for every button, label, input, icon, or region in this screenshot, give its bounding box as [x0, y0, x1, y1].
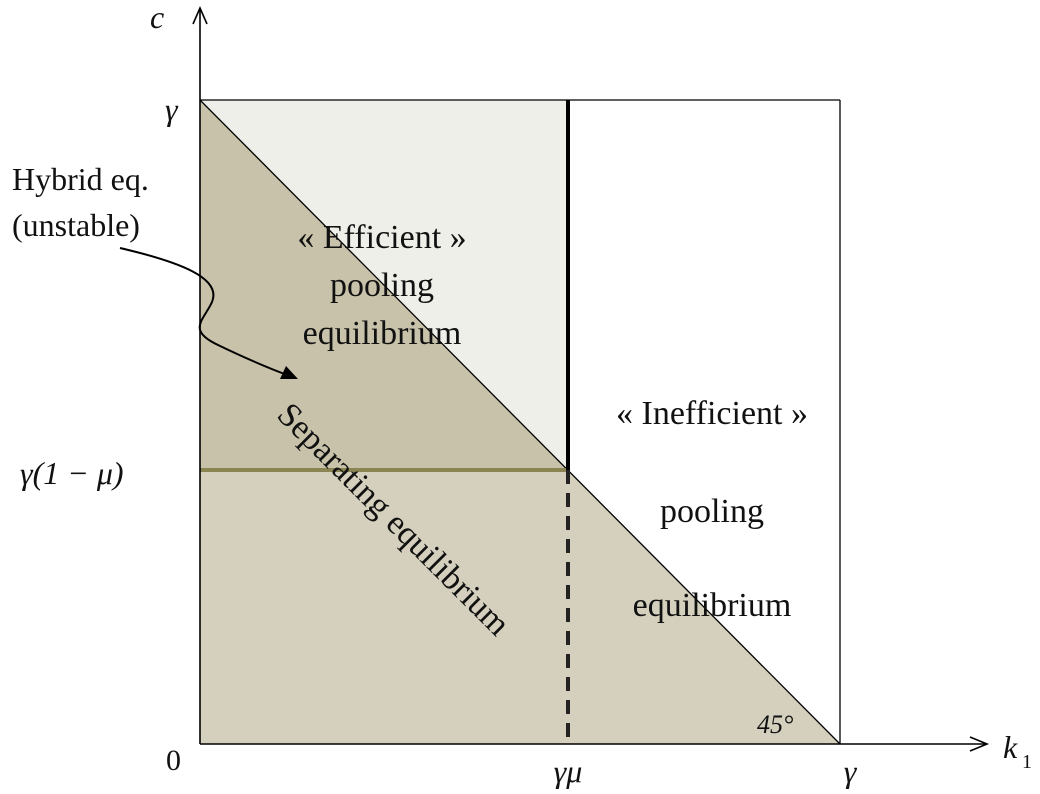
y-tick-gamma-one-minus-mu: γ(1 − μ) — [20, 455, 124, 491]
inefficient-label-line3: equilibrium — [633, 587, 792, 624]
x-axis-label: k — [1003, 729, 1018, 765]
hybrid-pointer-arrowhead — [280, 366, 298, 379]
diagonal-line — [199, 99, 841, 745]
origin-label: 0 — [166, 744, 181, 777]
inefficient-label-line1: « Inefficient » — [616, 395, 808, 432]
x-axis-arrowhead — [969, 736, 990, 752]
y-axis-label: c — [150, 0, 164, 35]
x-axis-label-subscript: 1 — [1022, 751, 1032, 773]
hybrid-label-line2: (unstable) — [12, 207, 140, 243]
angle-label: 45° — [757, 710, 793, 739]
x-tick-gamma: γ — [844, 753, 858, 789]
efficient-label-line2: pooling — [330, 267, 434, 304]
efficient-label-line1: « Efficient » — [297, 219, 466, 256]
y-tick-gamma: γ — [165, 91, 179, 127]
x-tick-gamma-mu: γμ — [554, 753, 583, 789]
inefficient-label-line2: pooling — [660, 493, 764, 530]
y-axis-arrowhead — [192, 6, 208, 25]
hybrid-pointer-curve — [119, 247, 291, 377]
hybrid-label-line1: Hybrid eq. — [12, 161, 149, 197]
efficient-label-line3: equilibrium — [303, 315, 462, 352]
